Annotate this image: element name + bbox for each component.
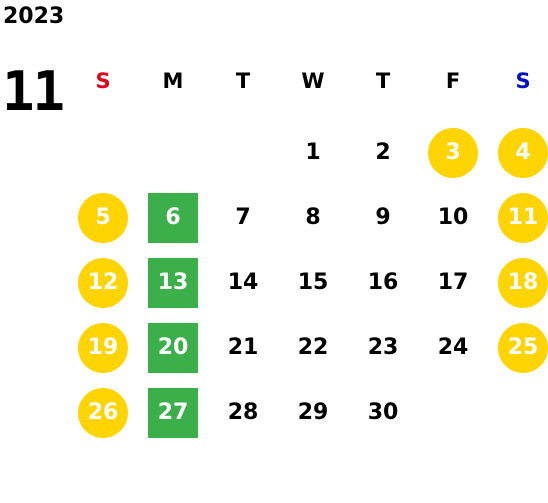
day-cell[interactable]: 6 (138, 185, 208, 250)
day-cell[interactable]: 21 (208, 315, 278, 380)
day-cell[interactable]: 10 (418, 185, 488, 250)
day-cell[interactable]: 2 (348, 120, 418, 185)
day-cell[interactable]: 18 (488, 250, 548, 315)
day-number: 17 (437, 269, 469, 295)
day-number: 21 (227, 334, 259, 360)
day-number-highlight: 13 (148, 257, 198, 308)
weekday-label-sunday: S (95, 69, 111, 93)
weekday-label-tuesday: T (235, 69, 251, 93)
day-cell[interactable]: 11 (488, 185, 548, 250)
day-number-holiday: 18 (498, 257, 548, 308)
day-cell[interactable]: 27 (138, 380, 208, 445)
day-cell[interactable]: 23 (348, 315, 418, 380)
day-number: 15 (297, 269, 329, 295)
day-cell[interactable]: 28 (208, 380, 278, 445)
day-cell[interactable]: 17 (418, 250, 488, 315)
day-number-holiday: 12 (78, 257, 128, 308)
day-number-holiday: 4 (498, 127, 548, 178)
day-cell[interactable]: 29 (278, 380, 348, 445)
day-number-highlight: 6 (148, 192, 198, 243)
day-number: 10 (437, 204, 469, 230)
day-number-holiday: 3 (428, 127, 478, 178)
month-number: 11 (2, 60, 65, 123)
day-cell[interactable]: 3 (418, 120, 488, 185)
day-cell[interactable]: 8 (278, 185, 348, 250)
day-cell[interactable]: 4 (488, 120, 548, 185)
day-number: 2 (375, 139, 391, 165)
day-cell[interactable]: 9 (348, 185, 418, 250)
day-cell[interactable]: 19 (68, 315, 138, 380)
day-number: 8 (305, 204, 321, 230)
day-cell[interactable]: 12 (68, 250, 138, 315)
day-number: 23 (367, 334, 399, 360)
year-label: 2023 (3, 4, 65, 29)
day-cell[interactable]: 15 (278, 250, 348, 315)
day-cell[interactable]: 25 (488, 315, 548, 380)
day-number: 7 (235, 204, 251, 230)
day-cell[interactable]: 1 (278, 120, 348, 185)
weekday-label-thursday: T (375, 69, 391, 93)
day-number: 30 (367, 399, 399, 425)
day-number: 9 (375, 204, 391, 230)
day-cell[interactable]: 22 (278, 315, 348, 380)
day-cell[interactable]: 24 (418, 315, 488, 380)
weekday-label-saturday: S (515, 69, 531, 93)
day-number: 24 (437, 334, 469, 360)
day-number: 29 (297, 399, 329, 425)
day-number-holiday: 26 (78, 387, 128, 438)
day-cell[interactable]: 20 (138, 315, 208, 380)
weekday-label-monday: M (162, 69, 184, 93)
day-number: 28 (227, 399, 259, 425)
day-cell[interactable]: 26 (68, 380, 138, 445)
day-number-highlight: 27 (148, 387, 198, 438)
day-number: 22 (297, 334, 329, 360)
day-cell[interactable]: 5 (68, 185, 138, 250)
day-number-holiday: 19 (78, 322, 128, 373)
day-number: 1 (305, 139, 321, 165)
day-number-holiday: 25 (498, 322, 548, 373)
day-number: 14 (227, 269, 259, 295)
weekday-label-friday: F (445, 69, 461, 93)
day-number: 16 (367, 269, 399, 295)
day-cell[interactable]: 14 (208, 250, 278, 315)
day-number-holiday: 11 (498, 192, 548, 243)
day-cell[interactable]: 13 (138, 250, 208, 315)
day-number-highlight: 20 (148, 322, 198, 373)
day-cell[interactable]: 7 (208, 185, 278, 250)
day-cell[interactable]: 16 (348, 250, 418, 315)
day-cell[interactable]: 30 (348, 380, 418, 445)
day-number-holiday: 5 (78, 192, 128, 243)
weekday-label-wednesday: W (301, 69, 325, 93)
